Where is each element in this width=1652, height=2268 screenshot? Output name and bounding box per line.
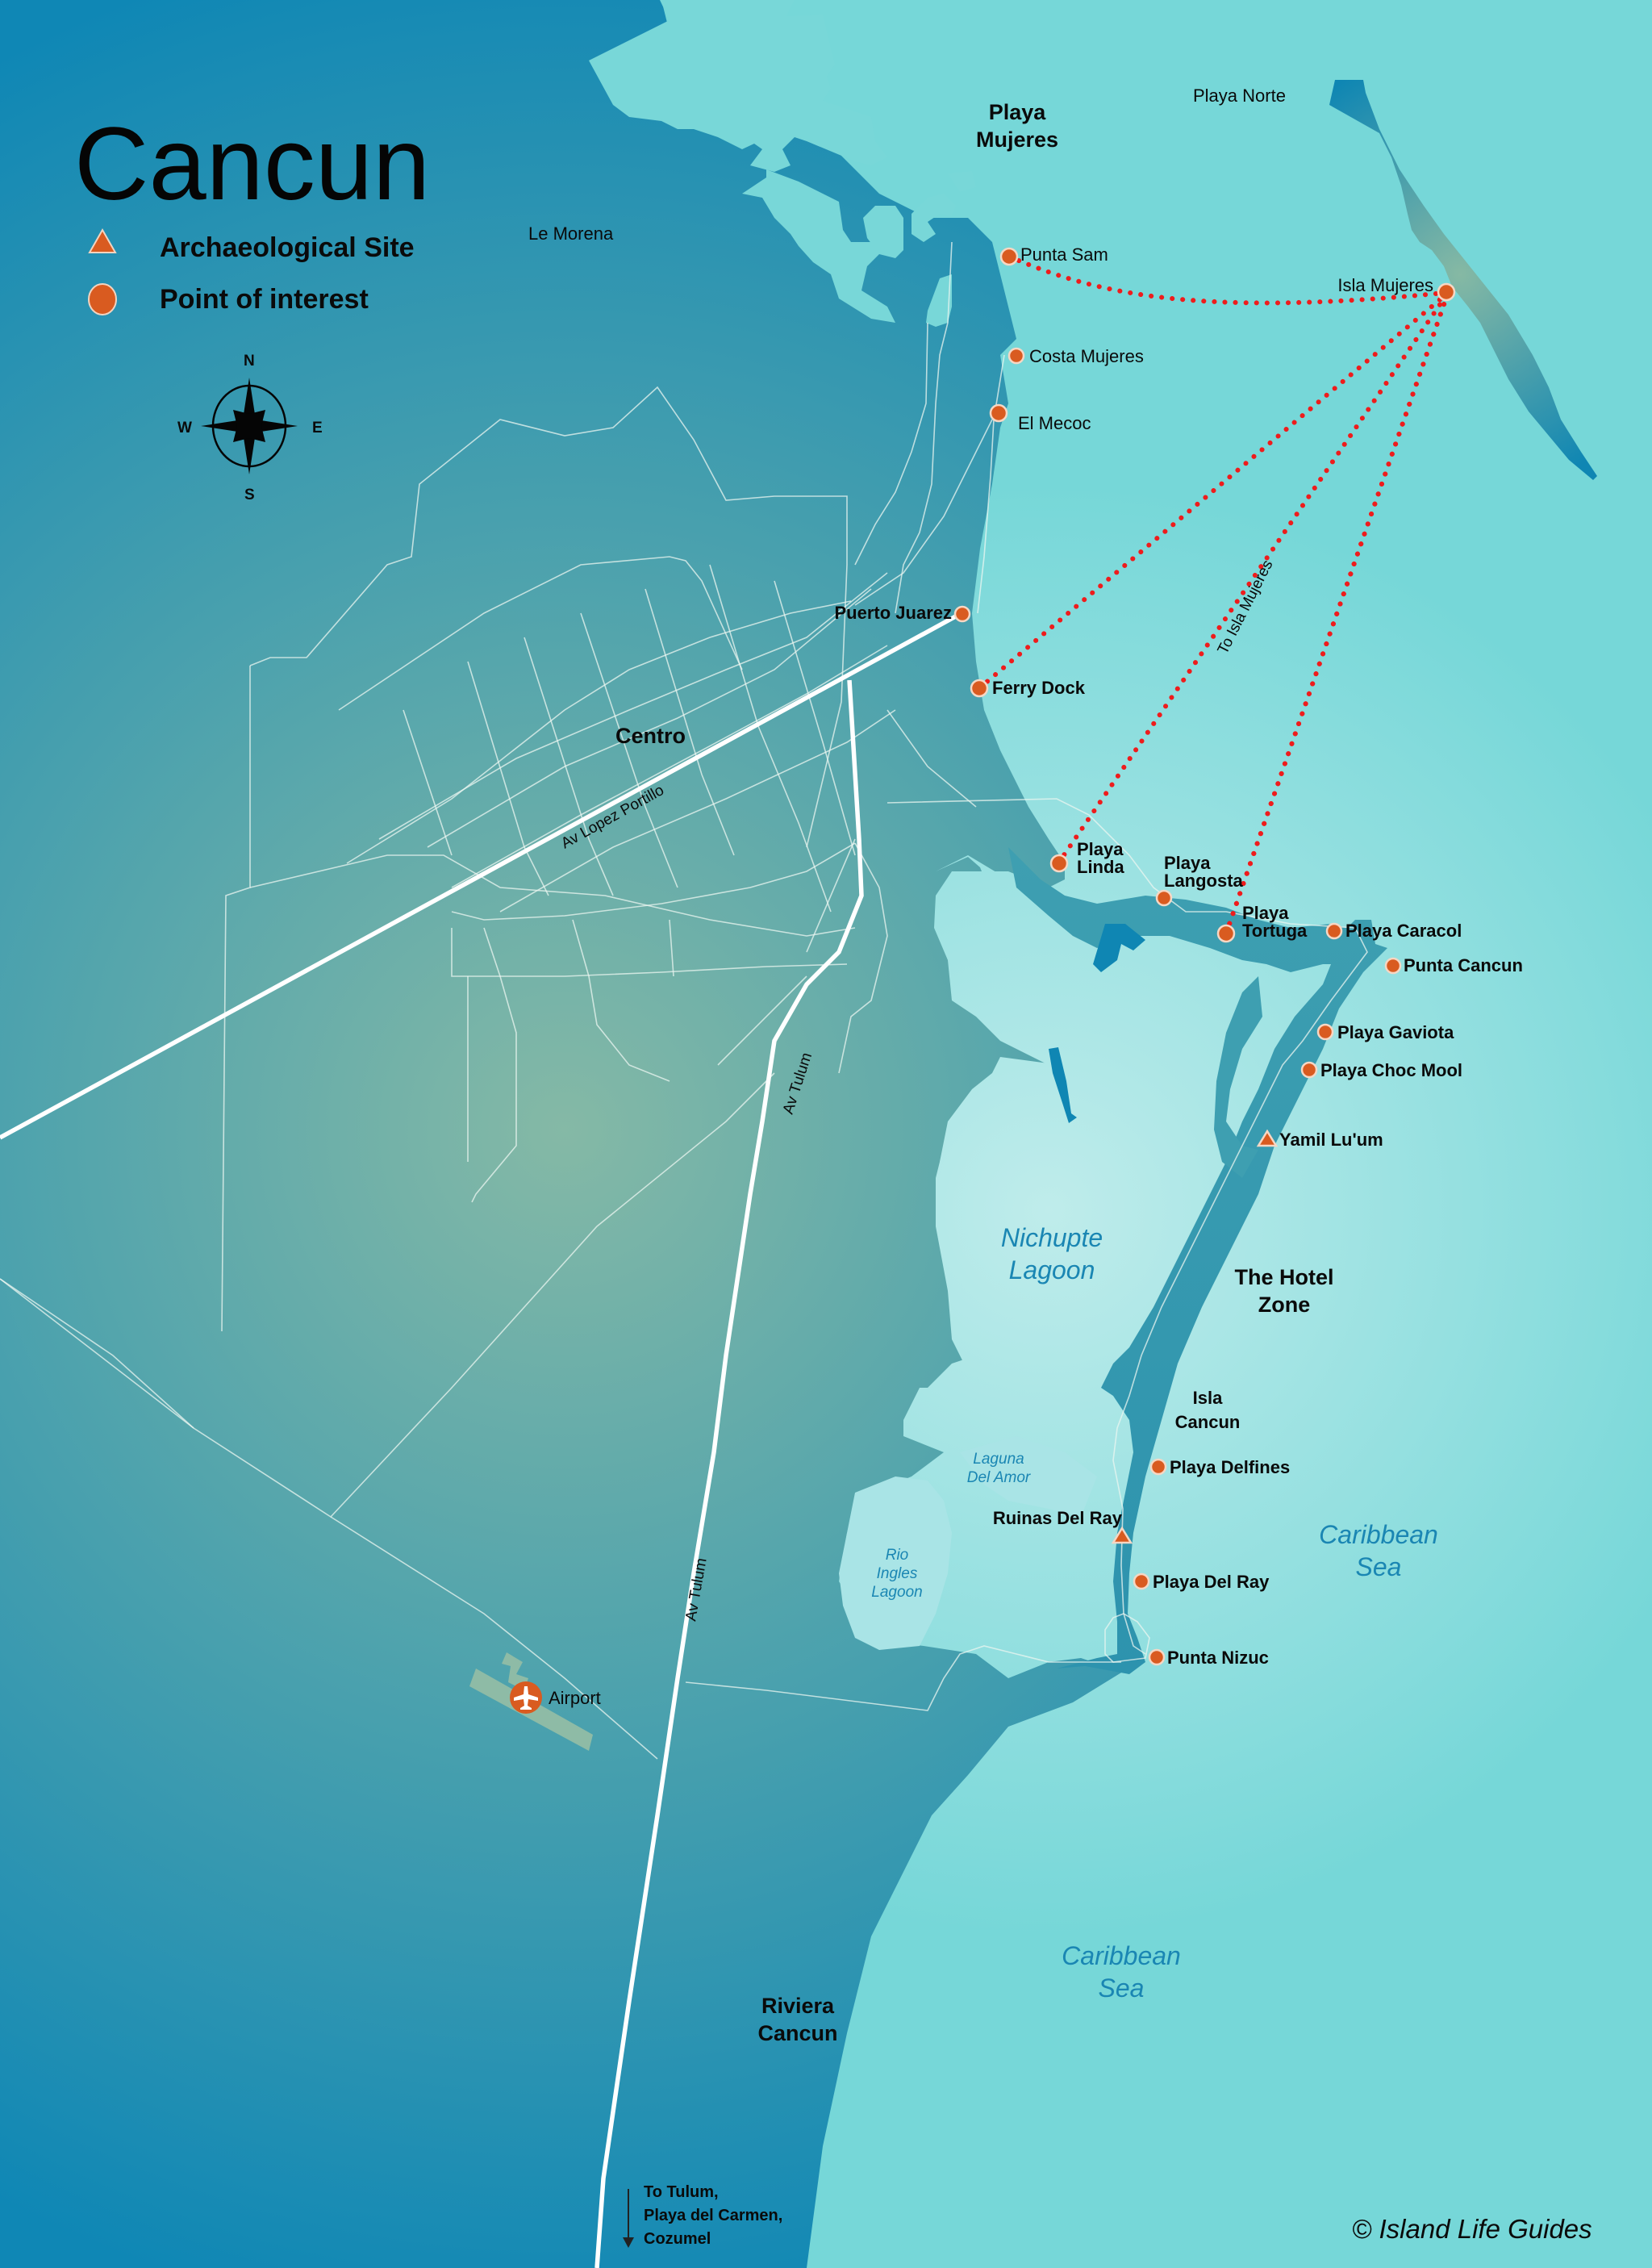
small-lagoon-isle-2 (1049, 1047, 1077, 1123)
poi-punta-sam[interactable]: Punta Sam (999, 244, 1108, 266)
poi-playa-choc-mool[interactable]: Playa Choc Mool (1300, 1060, 1462, 1080)
rio-ingles-lagoon (839, 1476, 952, 1650)
svg-text:Airport: Airport (549, 1688, 601, 1708)
poi-puerto-juarez[interactable]: Puerto Juarez (835, 603, 971, 623)
mainland (0, 0, 1125, 2268)
compass-n: N (244, 353, 255, 370)
legend-label-archaeological: Archaeological Site (160, 232, 415, 263)
place-le-morena: Le Morena (528, 223, 614, 244)
laguna-del-amor-water (960, 1436, 1097, 1517)
svg-text:Costa Mujeres: Costa Mujeres (1029, 346, 1144, 366)
point-of-interest-legend-icon (88, 283, 117, 315)
poi-isla-mujeres[interactable]: Isla Mujeres (1337, 275, 1456, 302)
svg-text:Ruinas Del Ray: Ruinas Del Ray (993, 1508, 1123, 1528)
poi-punta-cancun[interactable]: Punta Cancun (1384, 955, 1523, 975)
street-grid (0, 241, 1368, 1760)
svg-text:Playa Choc Mool: Playa Choc Mool (1320, 1060, 1462, 1080)
lagoon-arm (1214, 976, 1262, 1178)
hotel-zone-strip (1008, 847, 1387, 1674)
compass-e: E (312, 420, 323, 436)
svg-text:Playa Caracol: Playa Caracol (1345, 921, 1462, 941)
place-playa-norte: Playa Norte (1193, 86, 1286, 106)
arrow-down-icon (623, 2237, 634, 2248)
svg-text:Punta Nizuc: Punta Nizuc (1167, 1648, 1269, 1668)
svg-text:Playa Delfines: Playa Delfines (1170, 1457, 1290, 1477)
compass-rose-icon: N S E W (177, 353, 323, 503)
isla-mujeres-island (1329, 80, 1597, 480)
poi-airport[interactable]: Airport (510, 1681, 601, 1714)
compass-s: S (244, 487, 255, 503)
northern-inlets (589, 0, 976, 327)
poi-yamil-luum[interactable]: Yamil Lu'um (1256, 1129, 1383, 1150)
svg-text:Yamil Lu'um: Yamil Lu'um (1279, 1130, 1383, 1150)
svg-text:El Mecoc: El Mecoc (1018, 413, 1091, 433)
poi-playa-gaviota[interactable]: Playa Gaviota (1316, 1022, 1454, 1042)
legend-label-poi: Point of interest (160, 284, 369, 315)
svg-text:To Tulum,Playa del Carmen,Cozu: To Tulum,Playa del Carmen,Cozumel (644, 2183, 782, 2248)
poi-playa-del-ray[interactable]: Playa Del Ray (1133, 1572, 1270, 1592)
svg-text:Isla Mujeres: Isla Mujeres (1337, 275, 1433, 295)
svg-text:Punta Cancun: Punta Cancun (1404, 955, 1523, 975)
area-centro: Centro (615, 724, 686, 748)
map-title: Cancun (74, 107, 430, 222)
poi-costa-mujeres[interactable]: Costa Mujeres (1007, 346, 1144, 366)
svg-text:Playa Del Ray: Playa Del Ray (1153, 1572, 1270, 1592)
svg-text:Punta Sam: Punta Sam (1020, 244, 1108, 265)
poi-ferry-dock[interactable]: Ferry Dock (970, 678, 1086, 698)
poi-playa-delfines[interactable]: Playa Delfines (1149, 1457, 1290, 1477)
nichupte-lagoon (924, 855, 1226, 1468)
poi-playa-caracol[interactable]: Playa Caracol (1325, 921, 1462, 941)
main-roads (0, 611, 963, 2268)
compass-w: W (177, 420, 192, 436)
poi-el-mecoc[interactable]: El Mecoc (989, 403, 1091, 433)
ferry-routes (977, 254, 1450, 936)
poi-punta-nizuc[interactable]: Punta Nizuc (1148, 1648, 1269, 1668)
svg-text:Playa Gaviota: Playa Gaviota (1337, 1022, 1454, 1042)
airplane-icon (514, 1686, 538, 1710)
svg-text:Ferry Dock: Ferry Dock (992, 678, 1086, 698)
archaeological-site-legend-icon (88, 228, 117, 253)
legend: Archaeological Site Point of interest (88, 228, 415, 315)
copyright: © Island Life Guides (1352, 2214, 1592, 2244)
svg-text:Puerto Juarez: Puerto Juarez (835, 603, 953, 623)
small-lagoon-isle (1093, 924, 1145, 972)
south-direction: To Tulum,Playa del Carmen,Cozumel (623, 2183, 782, 2248)
poi-ruinas-del-ray[interactable]: Ruinas Del Ray (993, 1508, 1133, 1544)
